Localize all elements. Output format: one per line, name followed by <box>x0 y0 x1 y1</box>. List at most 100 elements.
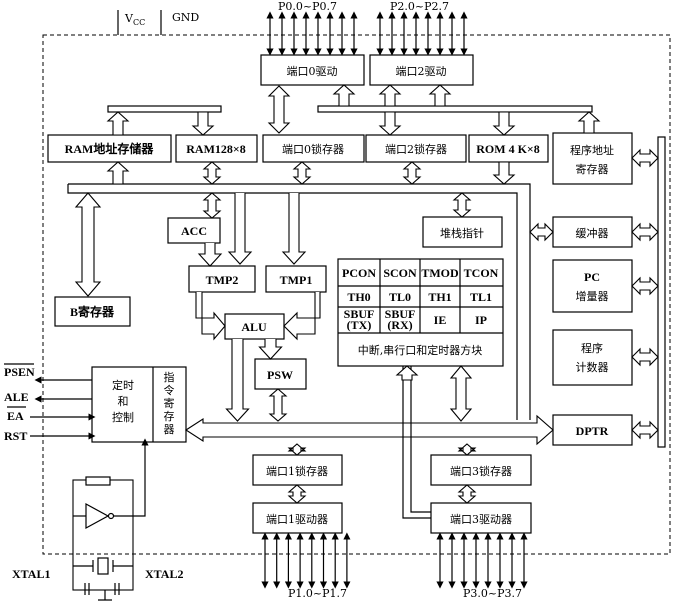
sfr-tmod: TMOD <box>421 266 459 280</box>
bus-arrow <box>225 339 250 422</box>
port3-driver <box>430 502 532 534</box>
bidirectional-arrow <box>402 161 422 185</box>
sfr-ie: IE <box>434 313 447 327</box>
sfr-th0: TH0 <box>347 290 370 304</box>
svg-text:寄: 寄 <box>164 396 175 410</box>
rst-label: RST <box>4 429 27 443</box>
bus-arrow <box>227 193 253 265</box>
p2-pins <box>376 11 468 56</box>
svg-text:器: 器 <box>164 423 175 436</box>
sfr-table: PCON SCON TMOD TCON TH0 TL0 TH1 TL1 SBUF… <box>337 258 504 367</box>
port3-driver-label: 端口3驱动器 <box>450 513 512 526</box>
tmp2 <box>188 265 256 293</box>
bus-arrow <box>332 84 356 107</box>
resistor-icon <box>85 476 111 486</box>
p2-label: P2.0~P2.7 <box>390 0 449 13</box>
tmp2-label: TMP2 <box>206 273 239 287</box>
bidirectional-arrow <box>268 388 288 422</box>
ram-address-register <box>47 134 172 163</box>
bus-arrow <box>106 161 130 185</box>
p1-label: P1.0~P1.7 <box>288 587 347 600</box>
bidirectional-arrow <box>631 420 659 440</box>
b-register-label: B寄存器 <box>70 304 115 319</box>
bidirectional-arrow <box>529 222 554 242</box>
program-address-register-label-1: 程序地址 <box>570 143 614 157</box>
bidirectional-arrow <box>631 276 659 296</box>
bus-arrow <box>378 111 402 136</box>
sfr-pcon: PCON <box>342 266 376 280</box>
bidirectional-arrow <box>457 484 477 504</box>
dptr <box>552 414 633 446</box>
sfr-sbuf-rx-sub: (RX) <box>387 318 412 332</box>
p1-pins <box>261 532 351 589</box>
ea-label: EA <box>7 409 24 423</box>
p3-pins <box>436 532 528 589</box>
rom-label: ROM 4 K×8 <box>476 142 540 156</box>
address-bus-vertical <box>657 136 666 448</box>
psw <box>254 358 307 390</box>
bidirectional-arrow <box>202 192 222 219</box>
program-address-register <box>552 132 633 185</box>
svg-text:存: 存 <box>164 409 175 423</box>
port2-latch-label: 端口2锁存器 <box>385 142 447 156</box>
timing-control-label-1: 定时 <box>112 378 134 392</box>
bidirectional-arrow <box>292 161 312 185</box>
bidirectional-arrow <box>287 443 307 456</box>
interrupt-serial-timer-label: 中断,串行口和定时器方块 <box>358 343 483 357</box>
psen-label: PSEN <box>4 365 35 379</box>
sfr-ip: IP <box>475 313 487 327</box>
gnd-label: GND <box>172 11 199 24</box>
bus-arrow <box>191 111 215 136</box>
timing-control-label-2: 和 <box>118 395 129 408</box>
bus-arrow <box>258 339 283 360</box>
alu-label: ALU <box>241 320 267 334</box>
p3-label: P3.0~P3.7 <box>463 587 522 600</box>
sfr-tl0: TL0 <box>389 290 411 304</box>
xtal1-label: XTAL1 <box>12 567 50 581</box>
acc-label: ACC <box>181 224 207 238</box>
psw-label: PSW <box>267 368 293 382</box>
sfr-scon: SCON <box>383 266 417 280</box>
port2-driver-label: 端口2驱动 <box>396 65 447 78</box>
sfr-tl1: TL1 <box>470 290 492 304</box>
port0-latch <box>262 134 365 163</box>
ram <box>175 134 258 163</box>
bidirectional-arrow <box>267 85 291 134</box>
bidirectional-arrow <box>631 222 659 242</box>
address-bus-high <box>317 105 593 113</box>
svg-text:令: 令 <box>164 383 175 397</box>
stack-pointer-label: 堆栈指针 <box>440 226 484 240</box>
ram-label: RAM128×8 <box>186 142 246 156</box>
instruction-register-label: 指 令 寄 存 器 <box>164 370 175 436</box>
p0-pins <box>266 11 358 56</box>
port1-driver-label: 端口1驱动器 <box>266 513 328 526</box>
acc <box>167 217 221 244</box>
pc-incrementer <box>552 259 633 313</box>
bus-arrow <box>395 365 419 381</box>
tmp1-label: TMP1 <box>280 273 313 287</box>
bus-arrow <box>281 193 307 265</box>
bidirectional-arrow <box>202 161 222 185</box>
sfr-sbuf-tx-sub: (TX) <box>347 318 372 332</box>
lower-data-bus <box>184 414 554 446</box>
dptr-label: DPTR <box>576 424 609 438</box>
bus-arrow <box>492 161 516 185</box>
b-register <box>54 296 131 327</box>
pc-incrementer-label-1: PC <box>584 270 600 284</box>
bus-arrow <box>577 111 601 134</box>
port2-driver <box>369 54 474 86</box>
sfr-th1: TH1 <box>428 290 451 304</box>
bidirectional-arrow <box>457 443 477 456</box>
bus-arrow <box>283 292 321 341</box>
bidirectional-arrow <box>74 192 102 297</box>
ram-addr-bus <box>107 105 222 113</box>
port0-driver <box>260 54 365 86</box>
port1-driver <box>252 502 343 534</box>
program-counter <box>552 329 633 386</box>
buffer <box>552 216 633 248</box>
stack-pointer <box>422 216 503 248</box>
svg-text:指: 指 <box>164 370 175 384</box>
port3-latch-label: 端口3锁存器 <box>450 464 512 478</box>
sfr-tcon: TCON <box>464 266 499 280</box>
